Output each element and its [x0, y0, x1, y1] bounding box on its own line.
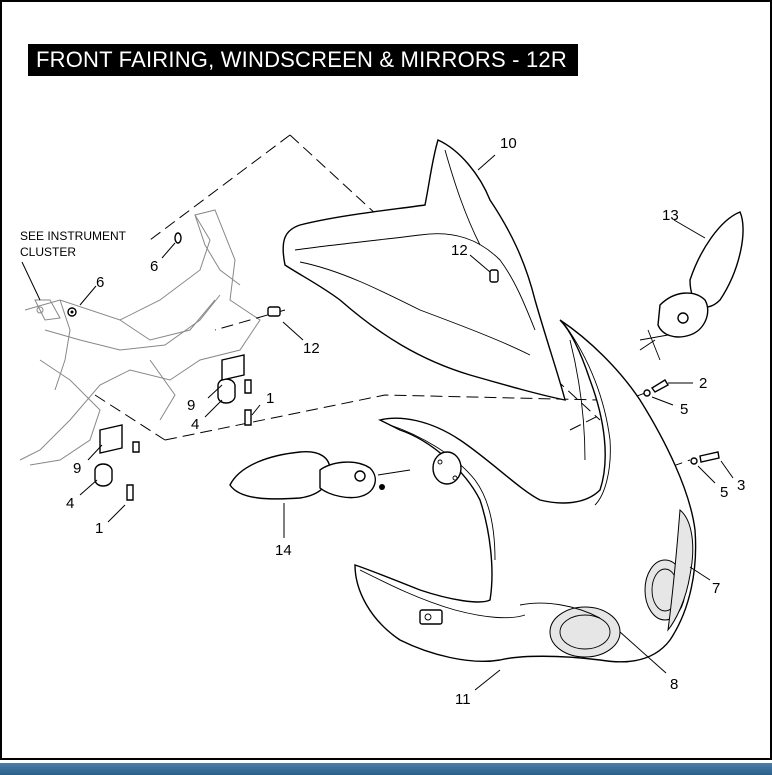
bottom-strip [0, 763, 772, 775]
clamp-4-upper [217, 378, 236, 404]
washer-5-lower [690, 457, 698, 465]
callout-2: 2 [699, 375, 707, 392]
callout-8: 8 [670, 676, 678, 693]
callout-5-upper: 5 [680, 401, 688, 418]
screw-12-windscreen [489, 269, 499, 283]
bolt-1-upper [244, 409, 252, 426]
screw-2 [650, 379, 669, 393]
headlight-left [549, 606, 621, 658]
callout-leaders [21, 154, 734, 691]
callout-1-upper: 1 [266, 390, 274, 407]
callout-9-lower: 9 [73, 460, 81, 477]
callout-7: 7 [712, 580, 720, 597]
callout-1-lower: 1 [95, 520, 103, 537]
callout-6-lower: 6 [96, 274, 104, 291]
callout-12-left: 12 [303, 340, 320, 357]
mirror-left [229, 451, 411, 500]
washer-5-upper [643, 389, 651, 397]
clamp-4-lower [94, 463, 113, 487]
hardware [67, 232, 720, 501]
bracket-9-upper [221, 354, 245, 381]
callout-3: 3 [737, 477, 745, 494]
callout-4-lower: 4 [66, 495, 74, 512]
washer-6-upper [174, 232, 182, 244]
screw-12-left [267, 306, 281, 317]
callout-11: 11 [455, 691, 471, 708]
note-line-1: SEE INSTRUMENT [20, 229, 127, 243]
fairing [354, 319, 697, 663]
callout-6-upper: 6 [150, 258, 158, 275]
mirror-right [639, 211, 744, 361]
note-line-2: CLUSTER [20, 245, 76, 259]
turn-signal-lens [667, 508, 694, 632]
bolt-1-lower [126, 484, 134, 501]
instrument-cluster-frame [19, 209, 261, 466]
diagram-title: FRONT FAIRING, WINDSCREEN & MIRRORS - 12… [28, 44, 578, 76]
callout-12-windscreen: 12 [451, 242, 468, 259]
screw-3 [699, 451, 720, 463]
callout-4-upper: 4 [191, 416, 199, 433]
callout-13: 13 [662, 207, 679, 224]
callout-5-lower: 5 [720, 484, 728, 501]
callout-14: 14 [275, 542, 292, 559]
callout-9-upper: 9 [187, 397, 195, 414]
bracket-9-lower [99, 424, 123, 454]
windscreen [282, 139, 566, 401]
callout-10: 10 [500, 135, 517, 152]
